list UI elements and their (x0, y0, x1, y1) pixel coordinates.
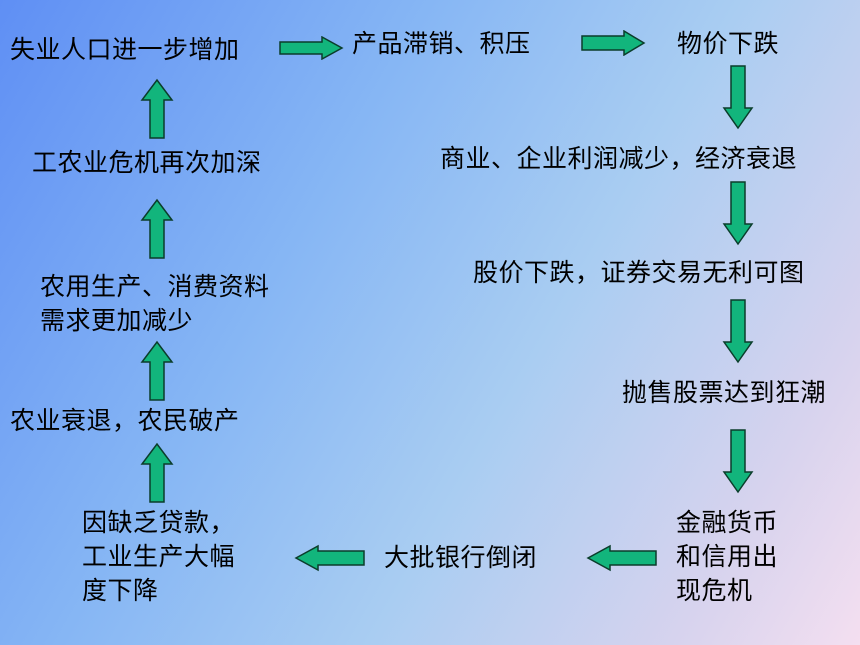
node-unsold-products: 产品滞销、积压 (352, 29, 531, 58)
node-financial-crisis: 金融货币 和信用出 现危机 (676, 506, 778, 608)
demand-drop-line-1: 农用生产、消费资料 (40, 272, 270, 301)
arrow-right-icon (581, 30, 646, 56)
arrow-down-icon (722, 181, 754, 246)
industry-decline-line-1: 因缺乏贷款， (82, 508, 236, 537)
demand-drop-line-2: 需求更加减少 (40, 306, 194, 335)
arrow-down-icon (722, 429, 754, 494)
node-demand-drop: 农用生产、消费资料 需求更加减少 (40, 270, 270, 338)
node-panic-selling: 抛售股票达到狂潮 (622, 378, 827, 407)
node-deepening-crisis: 工农业危机再次加深 (32, 148, 262, 177)
node-stock-drop: 股价下跌，证券交易无利可图 (473, 258, 805, 287)
node-profit-drop: 商业、企业利润减少，经济衰退 (440, 144, 798, 173)
arrow-left-icon (294, 544, 365, 572)
node-price-drop: 物价下跌 (677, 29, 780, 58)
node-unemployment: 失业人口进一步增加 (10, 35, 240, 64)
financial-crisis-line-2: 和信用出 (676, 542, 779, 571)
arrow-up-icon (140, 340, 174, 401)
industry-decline-line-3: 度下降 (82, 576, 159, 605)
industry-decline-line-2: 工业生产大幅 (82, 542, 236, 571)
financial-crisis-line-3: 现危机 (676, 576, 753, 605)
node-agri-decline: 农业衰退，农民破产 (10, 406, 240, 435)
arrow-down-icon (722, 299, 754, 364)
arrow-up-icon (140, 442, 174, 503)
arrow-down-icon (722, 65, 754, 130)
arrow-right-icon (279, 36, 344, 60)
node-bank-failures: 大批银行倒闭 (384, 543, 538, 572)
arrow-up-icon (140, 78, 174, 139)
arrow-up-icon (140, 198, 174, 259)
financial-crisis-line-1: 金融货币 (676, 508, 779, 537)
arrow-left-icon (586, 544, 657, 572)
node-industry-decline: 因缺乏贷款， 工业生产大幅 度下降 (82, 506, 235, 608)
